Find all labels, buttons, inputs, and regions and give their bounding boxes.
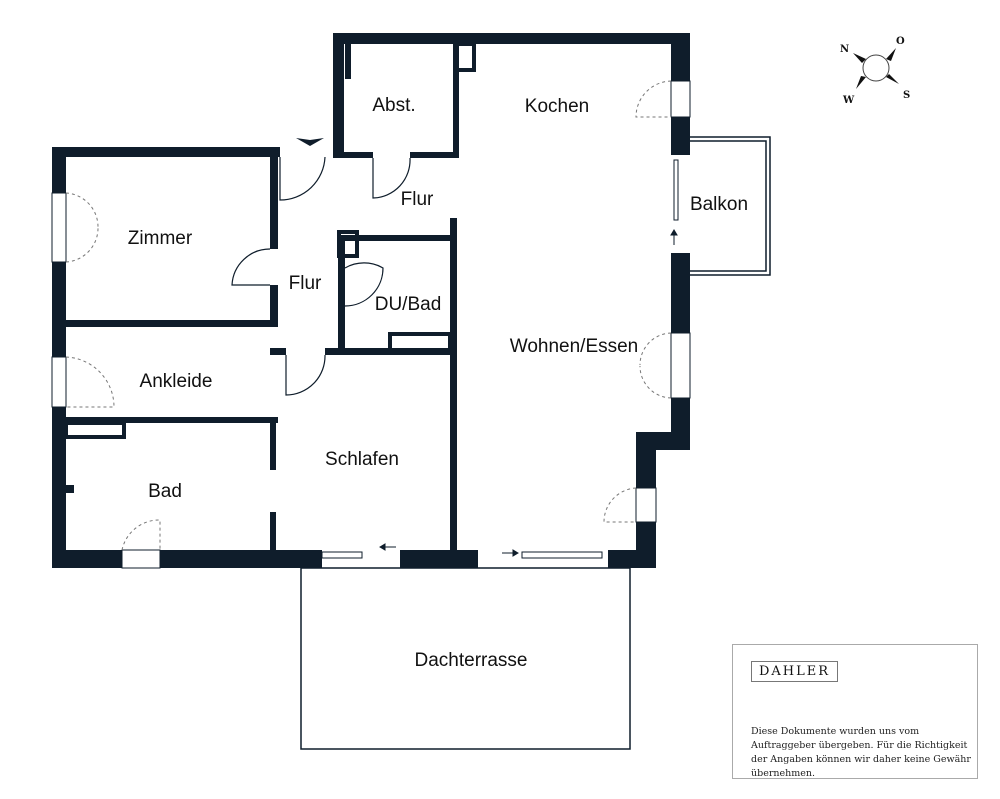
- compass-icon: N O W S: [840, 36, 910, 106]
- balkon-outline: [690, 136, 771, 276]
- compass-s: S: [903, 90, 910, 101]
- room-abst: Abst.: [372, 95, 415, 116]
- room-labels: Abst. Kochen Flur Balkon Zimmer Flur DU/…: [128, 95, 748, 671]
- compass-w: W: [842, 95, 855, 106]
- room-wohnen-essen: Wohnen/Essen: [510, 336, 639, 357]
- legend-box: DAHLER Diese Dokumente wurden uns vom Au…: [732, 644, 978, 779]
- room-du-bad: DU/Bad: [375, 294, 442, 315]
- room-flur: Flur: [289, 273, 322, 294]
- disclaimer-text: Diese Dokumente wurden uns vom Auftragge…: [751, 726, 971, 779]
- room-schlafen: Schlafen: [325, 449, 399, 470]
- dahler-logo: DAHLER: [751, 661, 839, 682]
- room-bad: Bad: [148, 481, 182, 502]
- room-ankleide: Ankleide: [140, 371, 213, 392]
- arrows: [296, 138, 678, 557]
- compass-o: O: [896, 36, 905, 47]
- room-kochen: Kochen: [525, 96, 589, 117]
- windows: [51, 80, 691, 569]
- compass-n: N: [840, 44, 849, 55]
- walls: [52, 33, 690, 568]
- doors: [65, 80, 672, 551]
- room-zimmer: Zimmer: [128, 228, 193, 249]
- room-balkon: Balkon: [690, 194, 748, 215]
- room-flur-top: Flur: [401, 189, 434, 210]
- room-dachterrasse: Dachterrasse: [415, 650, 528, 671]
